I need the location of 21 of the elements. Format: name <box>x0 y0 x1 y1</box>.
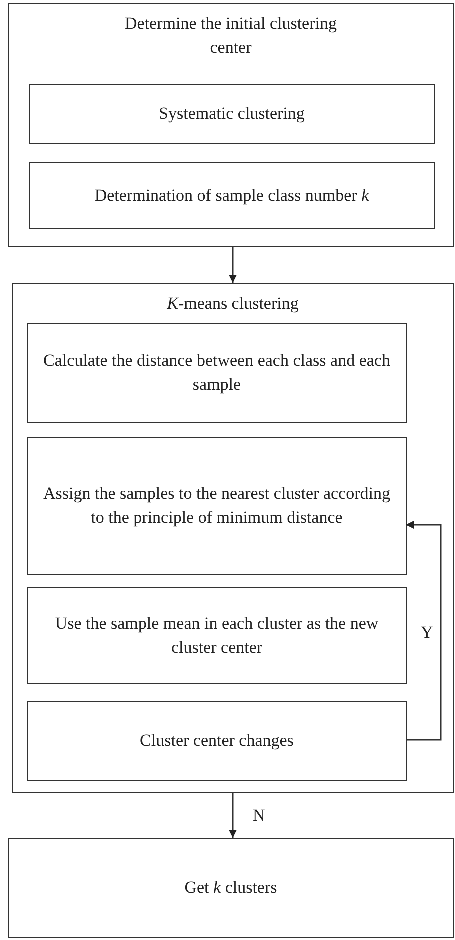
box-text: Calculate the distance between each class and each sample <box>42 350 392 396</box>
arrow <box>229 793 237 838</box>
group-title: Determine the initial clustering center <box>124 13 338 59</box>
process-box <box>27 323 407 423</box>
box-text: Get k clusters <box>184 877 278 899</box>
box-text: Systematic clustering <box>159 103 305 125</box>
box-text: Cluster center changes <box>140 730 294 752</box>
arrow <box>406 521 442 741</box>
group-title: K-means clustering <box>166 293 300 315</box>
group-box <box>12 283 454 793</box>
process-box <box>29 162 435 229</box>
box-text: Assign the samples to the nearest cluster according to the principle of minimum distance <box>42 483 392 529</box>
process-box <box>8 838 454 938</box>
process-box <box>27 437 407 575</box>
box-text: Determination of sample class number k <box>94 184 370 207</box>
process-box <box>27 701 407 781</box>
group-box <box>8 3 454 247</box>
box-text: Use the sample mean in each cluster as the new cluster center <box>54 612 380 658</box>
arrow <box>229 247 237 283</box>
process-box <box>27 587 407 684</box>
process-box <box>29 84 435 144</box>
